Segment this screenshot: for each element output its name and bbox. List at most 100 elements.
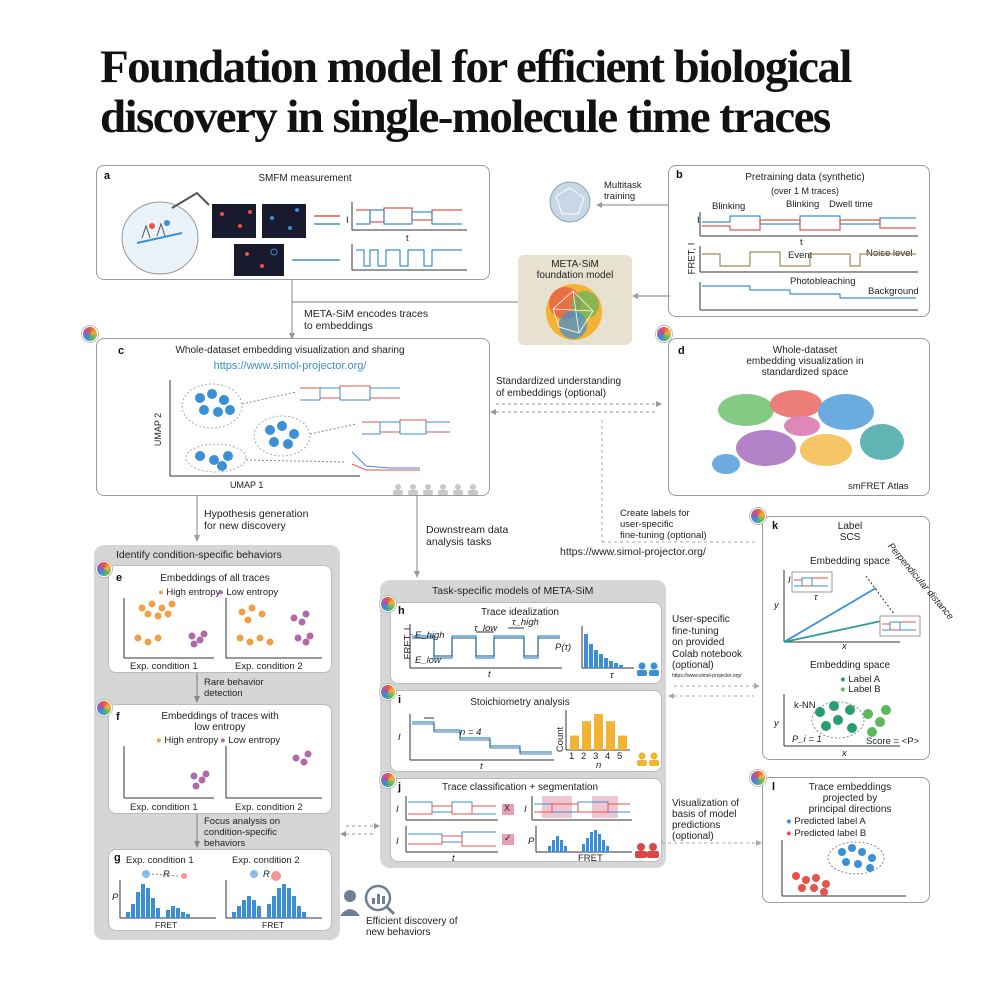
title-line-1: Foundation model for efficient biologica…	[100, 41, 852, 93]
panel-g-axis-fret-1: FRET	[155, 920, 178, 930]
arrow-k-tasks-dashed	[668, 683, 760, 699]
label-blinking-2: Blinking	[786, 199, 820, 210]
panel-b	[668, 165, 930, 317]
label-background: Background	[868, 286, 919, 297]
panel-b-subtitle: (over 1 M traces)	[770, 186, 839, 196]
finetuning-label: User-specific fine-tuning on provided Co…	[672, 614, 743, 671]
arrow-c-to-identify	[194, 496, 200, 542]
panel-h-letter: h	[398, 605, 405, 617]
tick-2: 2	[581, 751, 587, 762]
panel-i-n-label: n = 4	[460, 727, 482, 738]
panel-i	[390, 690, 662, 772]
meta-sim-badge-icon	[82, 326, 98, 342]
globe-icon	[549, 181, 591, 223]
panel-e-cond1: Exp. condition 1	[130, 661, 198, 672]
panel-i-title: Stoichiometry analysis	[470, 697, 570, 708]
panel-l-scatter	[781, 840, 906, 897]
panel-f-cond1: Exp. condition 1	[130, 802, 198, 813]
panel-j-axis-fret: FRET	[578, 853, 603, 864]
panel-f-letter: f	[116, 711, 120, 723]
panel-b-letter: b	[676, 169, 683, 181]
panel-f-title: Embeddings of traces with low entropy	[161, 711, 279, 733]
efficient-label: Efficient discovery of new behaviors	[366, 916, 458, 938]
panel-a-letter: a	[104, 170, 111, 182]
panel-k-tau: τ	[814, 592, 818, 603]
panel-k-axis-x-2: x	[842, 748, 847, 759]
panel-l-pred-b: ● Predicted label B	[786, 828, 867, 839]
panel-i-axis-i: I	[398, 732, 401, 743]
arrow-multitask	[596, 202, 668, 208]
panel-h-trace	[409, 624, 634, 669]
finetuning-link[interactable]: https://www.simol-projector.org/	[672, 673, 742, 679]
create-labels-link[interactable]: https://www.simol-projector.org/	[560, 546, 706, 558]
panel-k-axis-y-1: y	[774, 600, 779, 611]
panel-k-axis-x-1: x	[842, 641, 847, 652]
panel-k-space2: Embedding space	[809, 660, 891, 671]
page-title: Foundation model for efficient biologica…	[100, 42, 960, 142]
panel-g-cond2: Exp. condition 2	[232, 855, 300, 866]
panel-f-scatter	[123, 746, 322, 799]
panel-k-label-b: ● Label B	[840, 684, 881, 695]
panel-e-legend-high: ● High entropy	[158, 587, 221, 598]
panel-l	[762, 777, 930, 903]
panel-d-title: Whole-dataset embedding visualization in…	[746, 345, 864, 378]
meta-sim-badge-f-icon	[96, 700, 112, 716]
meta-sim-badge-i-icon	[380, 684, 396, 700]
stoichiometry-bar-1	[570, 735, 579, 750]
panel-k-score: Score = <P>	[866, 736, 920, 747]
panel-a-axis-t: t	[406, 233, 409, 244]
panel-e-scatter	[123, 598, 322, 659]
panel-k-space1: Embedding space	[809, 556, 891, 567]
panel-a-title: SMFM measurement	[258, 173, 352, 184]
panel-k-title: Label SCS	[837, 521, 863, 543]
visualization-label: Visualization of basis of model predicti…	[672, 798, 740, 842]
panel-g-histograms	[119, 870, 322, 919]
encodes-label: META-SiM encodes traces to embeddings	[304, 308, 429, 332]
panel-h-tau-high: τ_high	[512, 617, 539, 628]
panel-h-tau: τ	[610, 670, 614, 681]
panel-k-pi: P_i = 1	[792, 734, 822, 745]
pretraining-traces	[699, 212, 918, 311]
panel-b-axis-i: I	[697, 215, 700, 226]
panel-h-e-high: E_high	[415, 630, 445, 641]
panel-j-cross: X	[504, 803, 511, 813]
arrow-j-to-l-dashed	[662, 840, 762, 846]
panel-l-title: Trace embeddings projected by principal …	[808, 782, 892, 815]
panel-k-letter: k	[772, 520, 779, 532]
stoichiometry-bar-2	[582, 721, 591, 750]
label-dwell-time: Dwell time	[829, 199, 873, 210]
smfret-atlas-scatter	[712, 390, 904, 474]
panel-h-p-tau: P(τ)	[555, 642, 572, 653]
umap-plot	[169, 380, 450, 477]
users-group-icon	[393, 484, 478, 495]
panel-e-letter: e	[116, 572, 123, 584]
panel-j-traces	[405, 796, 632, 853]
panel-j-axis-t: t	[452, 853, 455, 864]
panel-b-axis-fret: FRET, I	[686, 242, 698, 275]
tick-3: 3	[593, 751, 599, 762]
panel-k-knn	[783, 694, 900, 747]
arrow-b-to-model	[632, 293, 670, 299]
stoichiometry-bar-chart	[565, 710, 630, 751]
title-line-2: discovery in single-molecule time traces	[100, 91, 831, 143]
stoichiometry-bar-3	[594, 714, 603, 750]
create-labels-text: Create labels for user-specific fine-tun…	[620, 508, 707, 541]
panel-e-legend-low: ● Low entropy	[218, 587, 279, 598]
panel-c-link[interactable]: https://www.simol-projector.org/	[213, 360, 367, 372]
panel-f-legend-low: ● Low entropy	[220, 735, 281, 746]
label-blinking-1: Blinking	[712, 201, 746, 212]
users-pair-yellow-icon	[637, 752, 659, 766]
tick-4: 4	[605, 751, 611, 762]
meta-sim-badge-d-icon	[656, 326, 672, 342]
arrow-c-to-tasks	[414, 496, 420, 578]
panel-j-axis-i-1: I	[396, 804, 399, 815]
panel-f-cond2: Exp. condition 2	[235, 802, 303, 813]
panel-h-title: Trace idealization	[480, 607, 559, 618]
users-pair-blue-icon	[637, 662, 659, 676]
panel-i-n-axis: n	[596, 760, 602, 771]
panel-i-axis-t: t	[480, 761, 483, 772]
tick-5: 5	[617, 751, 623, 762]
meta-sim-badge-h-icon	[380, 596, 396, 612]
arrow-c-to-k-dashed	[601, 420, 756, 543]
tick-1: 1	[569, 751, 575, 762]
